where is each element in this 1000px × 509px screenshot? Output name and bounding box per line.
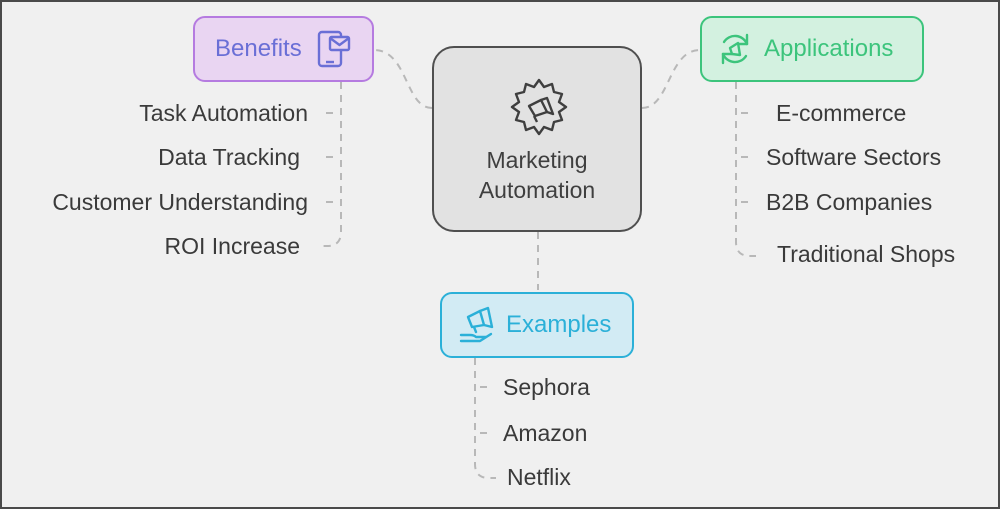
connector-examples-branch bbox=[474, 358, 496, 479]
center-title-line1: Marketing bbox=[486, 147, 588, 173]
applications-label: Applications bbox=[764, 35, 894, 62]
connector-benefits-branch bbox=[320, 82, 342, 247]
examples-item: Sephora bbox=[503, 374, 590, 400]
applications-node: Applications bbox=[700, 16, 924, 82]
connector-center-applications bbox=[641, 49, 701, 109]
benefits-item: Task Automation bbox=[139, 100, 308, 126]
benefits-label: Benefits bbox=[215, 35, 302, 62]
refresh-megaphone-icon bbox=[721, 33, 749, 65]
gear-megaphone-icon bbox=[510, 78, 568, 136]
applications-item: Software Sectors bbox=[766, 144, 942, 170]
examples-label: Examples bbox=[506, 311, 612, 338]
mobile-mail-icon bbox=[317, 30, 350, 68]
connector-center-benefits bbox=[373, 49, 433, 109]
center-node: Marketing Automation bbox=[432, 46, 642, 232]
examples-node: Examples bbox=[440, 292, 634, 358]
hand-megaphone-icon bbox=[459, 306, 494, 343]
applications-item: Traditional Shops bbox=[777, 241, 956, 267]
benefits-item: ROI Increase bbox=[164, 233, 301, 259]
applications-item: E-commerce bbox=[776, 100, 907, 126]
benefits-item: Data Tracking bbox=[158, 144, 300, 170]
connector-applications-branch bbox=[735, 82, 756, 257]
center-title-line2: Automation bbox=[478, 177, 596, 203]
examples-item: Netflix bbox=[507, 464, 571, 490]
applications-item: B2B Companies bbox=[766, 189, 933, 215]
benefits-item: Customer Understanding bbox=[52, 189, 308, 215]
benefits-node: Benefits bbox=[193, 16, 374, 82]
examples-item: Amazon bbox=[503, 420, 588, 446]
